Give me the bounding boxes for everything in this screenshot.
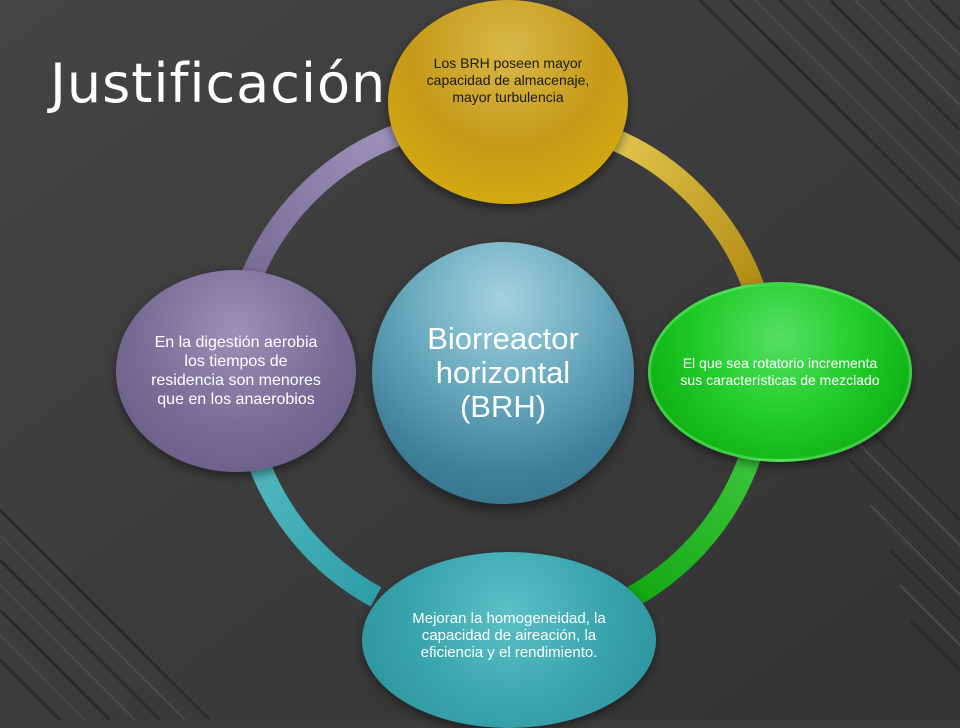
node-top-text: Los BRH poseen mayor capacidad de almace… [426, 54, 590, 105]
node-bottom-text: Mejoran la homogeneidad, la capacidad de… [412, 609, 606, 661]
node-right: El que sea rotatorio incrementa sus cara… [648, 282, 912, 462]
node-bottom: Mejoran la homogeneidad, la capacidad de… [362, 552, 656, 728]
node-left-text: En la digestión aerobia los tiempos de r… [151, 334, 321, 408]
center-node: Biorreactor horizontal (BRH) [372, 242, 634, 504]
center-node-label: Biorreactor horizontal (BRH) [427, 321, 579, 424]
node-left: En la digestión aerobia los tiempos de r… [116, 270, 356, 472]
ring-arc-bottom-left [247, 457, 382, 607]
ring-arc-top-left [238, 122, 407, 288]
node-right-text: El que sea rotatorio incrementa sus cara… [680, 355, 880, 388]
ring-arc-top-right [601, 125, 769, 304]
node-top: Los BRH poseen mayor capacidad de almace… [388, 0, 628, 204]
slide-title: Justificación [50, 52, 387, 115]
